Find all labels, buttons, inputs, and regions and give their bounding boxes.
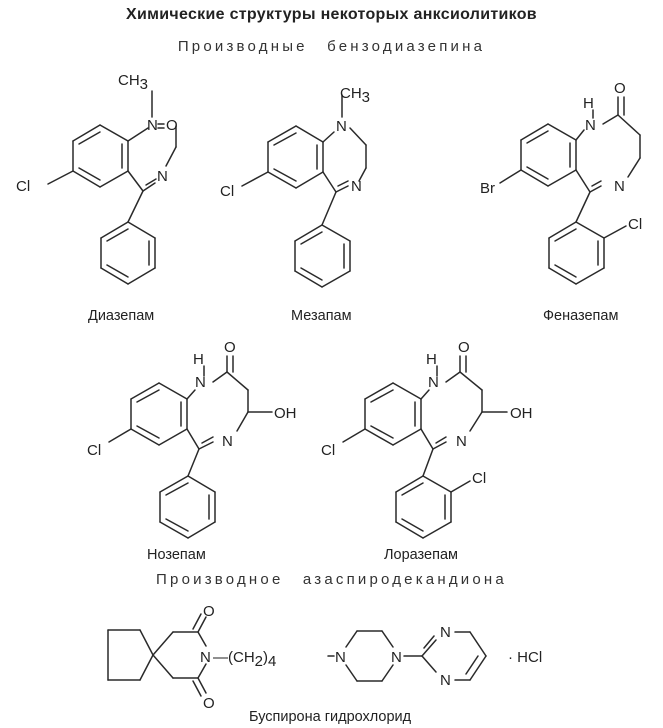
buspirone-pyrimidine-n3-label: N bbox=[440, 672, 451, 689]
section-heading-benzodiazepines: Производные бензодиазепина bbox=[177, 38, 486, 55]
buspirone-imide-n-label: N bbox=[200, 649, 211, 666]
mezapam-n4-label: N bbox=[351, 178, 362, 195]
lorazepam-structure: H N O N OH Cl Cl Лоразепам bbox=[321, 339, 533, 563]
nozepam-n4-label: N bbox=[222, 433, 233, 450]
mezapam-n1-label: N bbox=[336, 118, 347, 135]
buspirone-structure: N O O —(CH2)4 N N N N · HCl Буспирона ги… bbox=[107, 603, 542, 725]
phenazepam-h-label: H bbox=[583, 95, 594, 112]
mezapam-methyl-label: CH3 bbox=[340, 85, 370, 106]
figure-title: Химические структуры некоторых анксиолит… bbox=[126, 6, 537, 23]
buspirone-bottom-carbonyl-label: O bbox=[203, 695, 215, 712]
phenazepam-name: Феназепам bbox=[543, 308, 618, 324]
lorazepam-n1-label: N bbox=[428, 374, 439, 391]
lorazepam-carbonyl-label: O bbox=[458, 339, 470, 356]
buspirone-piperazine-n1-label: N bbox=[335, 649, 346, 666]
nozepam-n1-label: N bbox=[195, 374, 206, 391]
lorazepam-cl-label: Cl bbox=[321, 442, 335, 459]
nozepam-structure: H N O N OH Cl Нозепам bbox=[87, 339, 297, 563]
phenazepam-br-label: Br bbox=[480, 180, 495, 197]
buspirone-hcl-label: · HCl bbox=[508, 649, 542, 666]
section-heading-azaspirodecanedione: Производное азаспиродекандиона bbox=[156, 571, 507, 588]
phenazepam-n1-label: N bbox=[585, 117, 596, 134]
mezapam-structure: N CH3 N Cl Мезапам bbox=[220, 85, 370, 324]
nozepam-cl-label: Cl bbox=[87, 442, 101, 459]
nozepam-carbonyl-label: O bbox=[224, 339, 236, 356]
buspirone-butyl-chain-label: —(CH2)4 bbox=[213, 649, 276, 670]
lorazepam-oh-label: OH bbox=[510, 405, 533, 422]
lorazepam-n4-label: N bbox=[456, 433, 467, 450]
buspirone-pyrimidine-n1-label: N bbox=[440, 624, 451, 641]
nozepam-oh-label: OH bbox=[274, 405, 297, 422]
lorazepam-name: Лоразепам bbox=[384, 547, 458, 563]
diazepam-n4-label: N bbox=[157, 168, 168, 185]
phenazepam-structure: H N O N Br Cl Феназепам bbox=[480, 80, 642, 324]
mezapam-cl-label: Cl bbox=[220, 183, 234, 200]
buspirone-top-carbonyl-label: O bbox=[203, 603, 215, 620]
lorazepam-aryl-cl-label: Cl bbox=[472, 470, 486, 487]
diazepam-carbonyl-label: O bbox=[166, 117, 178, 134]
buspirone-piperazine-n4-label: N bbox=[391, 649, 402, 666]
diazepam-methyl-label: CH3 bbox=[118, 72, 148, 93]
mezapam-name: Мезапам bbox=[291, 308, 352, 324]
lorazepam-h-label: H bbox=[426, 351, 437, 368]
nozepam-name: Нозепам bbox=[147, 547, 206, 563]
phenazepam-carbonyl-label: O bbox=[614, 80, 626, 97]
diazepam-name: Диазепам bbox=[88, 308, 154, 324]
diazepam-structure: N CH3 O N Cl Диазепам bbox=[16, 72, 178, 324]
phenazepam-n4-label: N bbox=[614, 178, 625, 195]
phenazepam-cl-label: Cl bbox=[628, 216, 642, 233]
buspirone-name: Буспирона гидрохлорид bbox=[249, 709, 412, 725]
diazepam-cl-label: Cl bbox=[16, 178, 30, 195]
diazepam-n1-label: N bbox=[147, 117, 158, 134]
nozepam-h-label: H bbox=[193, 351, 204, 368]
